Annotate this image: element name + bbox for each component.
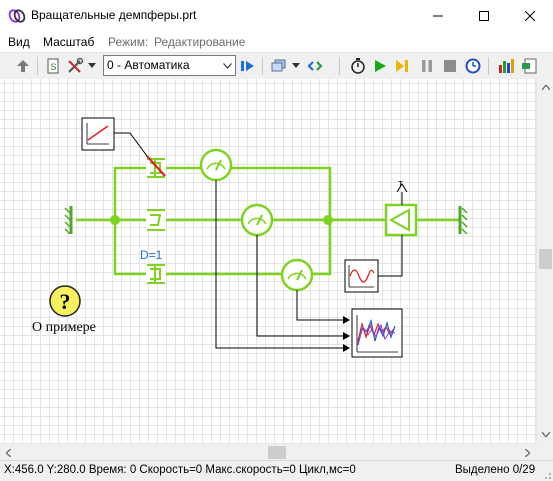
stop-icon bbox=[444, 60, 456, 72]
rotational-damper-bottom-icon bbox=[146, 264, 166, 284]
mode-value: Редактирование bbox=[154, 35, 246, 49]
vertical-scrollbar[interactable] bbox=[536, 79, 553, 443]
link-button[interactable] bbox=[305, 56, 325, 76]
rotational-damper-middle-icon bbox=[146, 209, 166, 231]
menu-view[interactable]: Вид bbox=[8, 35, 30, 49]
svg-text:S: S bbox=[51, 62, 57, 72]
fast-forward-icon bbox=[396, 60, 408, 72]
horizontal-scroll-thumb[interactable] bbox=[268, 446, 286, 459]
export-icon bbox=[522, 58, 537, 74]
minimize-button[interactable] bbox=[415, 0, 461, 32]
layers-dropdown[interactable] bbox=[290, 56, 302, 76]
scroll-corner bbox=[536, 443, 553, 460]
mode-label: Режим: bbox=[108, 35, 149, 49]
lower-branch-line bbox=[113, 220, 332, 276]
input-signal-block bbox=[81, 117, 115, 151]
toolbar-separator bbox=[262, 57, 263, 75]
arrow-up-icon bbox=[17, 60, 29, 72]
close-button[interactable] bbox=[507, 0, 553, 32]
chevron-down-icon bbox=[88, 63, 96, 68]
torque-source-icon bbox=[384, 183, 418, 237]
pause-icon bbox=[422, 60, 432, 72]
menu-bar: Вид Масштаб Режим: Редактирование bbox=[0, 32, 553, 52]
bar-chart-icon bbox=[499, 59, 514, 73]
svg-text:?: ? bbox=[60, 289, 71, 314]
timer-button[interactable] bbox=[348, 56, 368, 76]
chevron-down-icon[interactable] bbox=[219, 56, 235, 75]
toolbar: S 0 - Автоматика bbox=[0, 52, 553, 80]
fast-forward-button[interactable] bbox=[393, 56, 413, 76]
stop-button[interactable] bbox=[440, 56, 460, 76]
scope-plot-block bbox=[351, 308, 403, 358]
export-button[interactable] bbox=[520, 56, 540, 76]
horizontal-scrollbar[interactable] bbox=[0, 443, 536, 461]
chart-button[interactable] bbox=[496, 56, 516, 76]
minimize-icon bbox=[433, 15, 443, 17]
pause-button[interactable] bbox=[417, 56, 437, 76]
sine-signal-block bbox=[344, 259, 379, 293]
menu-scale[interactable]: Масштаб bbox=[43, 35, 95, 49]
mode-select-value: 0 - Автоматика bbox=[107, 58, 190, 72]
clock-button[interactable] bbox=[463, 56, 483, 76]
step-button[interactable] bbox=[238, 56, 258, 76]
script-button[interactable]: S bbox=[43, 56, 63, 76]
status-info: X:456.0 Y:280.0 Время: 0 Скорость=0 Макс… bbox=[4, 464, 356, 476]
clock-icon bbox=[465, 58, 481, 74]
help-icon[interactable]: ? bbox=[49, 285, 81, 317]
vertical-scroll-thumb[interactable] bbox=[539, 249, 552, 269]
torque-axis-label: T bbox=[398, 180, 403, 189]
window-title: Вращательные демпферы.prt bbox=[31, 8, 197, 22]
schematic-diagram: T bbox=[64, 117, 468, 358]
scroll-up-arrow[interactable] bbox=[537, 79, 553, 96]
speed-gauge-top-icon bbox=[199, 148, 233, 182]
left-fixed-support-icon bbox=[64, 206, 73, 235]
close-icon bbox=[525, 11, 535, 21]
app-logo-icon bbox=[8, 9, 26, 23]
play-icon bbox=[375, 60, 386, 72]
speed-gauge-middle-icon bbox=[240, 203, 274, 237]
toolbar-separator bbox=[339, 57, 340, 75]
scroll-right-arrow[interactable] bbox=[519, 444, 536, 461]
stopwatch-icon bbox=[351, 58, 365, 74]
maximize-button[interactable] bbox=[461, 0, 507, 32]
script-icon: S bbox=[47, 58, 59, 74]
mode-select[interactable]: 0 - Автоматика bbox=[103, 55, 236, 76]
diagram-canvas[interactable]: T D=1 ? О примере bbox=[0, 79, 536, 443]
right-fixed-support-icon bbox=[458, 206, 468, 235]
layers-icon bbox=[271, 59, 286, 72]
chevron-down-icon bbox=[292, 63, 300, 68]
title-bar: Вращательные демпферы.prt bbox=[0, 0, 553, 32]
red-control-link bbox=[146, 155, 166, 177]
toolbar-separator bbox=[37, 57, 38, 75]
step-icon bbox=[241, 61, 254, 71]
tools-button[interactable] bbox=[65, 56, 85, 76]
speed-gauge-bottom-icon bbox=[280, 258, 314, 292]
up-button[interactable] bbox=[13, 56, 33, 76]
run-button[interactable] bbox=[370, 56, 390, 76]
resize-grip-icon[interactable] bbox=[540, 468, 552, 480]
junction-node-right bbox=[323, 215, 333, 225]
layers-button[interactable] bbox=[268, 56, 288, 76]
link-icon bbox=[307, 61, 323, 71]
tools-icon bbox=[68, 57, 84, 73]
about-example-label[interactable]: О примере bbox=[32, 320, 96, 335]
scroll-down-arrow[interactable] bbox=[537, 426, 553, 443]
damper-parameter-label: D=1 bbox=[140, 248, 163, 262]
selection-count: Выделено 0/29 bbox=[455, 464, 536, 476]
tools-dropdown[interactable] bbox=[86, 56, 98, 76]
status-bar: X:456.0 Y:280.0 Время: 0 Скорость=0 Макс… bbox=[0, 460, 553, 481]
scroll-left-arrow[interactable] bbox=[0, 444, 17, 461]
maximize-icon bbox=[479, 11, 489, 21]
toolbar-separator bbox=[488, 57, 489, 75]
junction-node-left bbox=[110, 215, 120, 225]
